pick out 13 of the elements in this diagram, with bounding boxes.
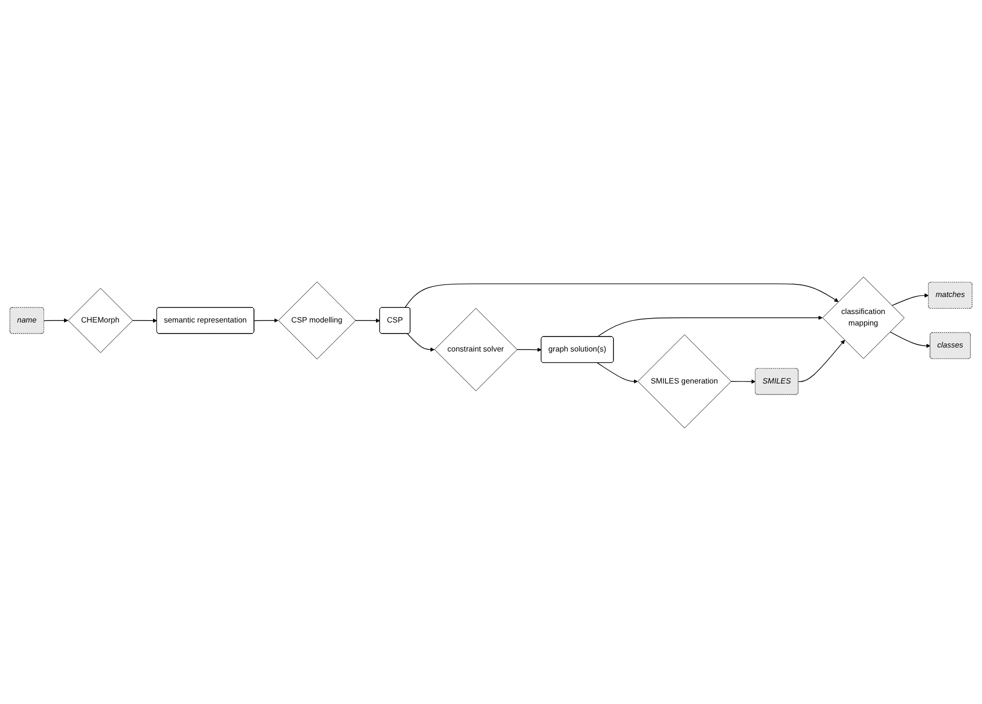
arrow — [730, 378, 756, 384]
arrow — [407, 332, 435, 352]
arrow — [254, 318, 278, 322]
arrow — [798, 339, 845, 382]
arrow — [355, 318, 380, 322]
arrow — [516, 347, 542, 352]
arrow — [132, 318, 158, 322]
arrow — [404, 282, 839, 308]
arrow — [890, 331, 930, 348]
arrow — [892, 292, 929, 306]
arrow — [596, 315, 823, 337]
arrow — [596, 362, 638, 384]
arrow — [44, 318, 68, 322]
